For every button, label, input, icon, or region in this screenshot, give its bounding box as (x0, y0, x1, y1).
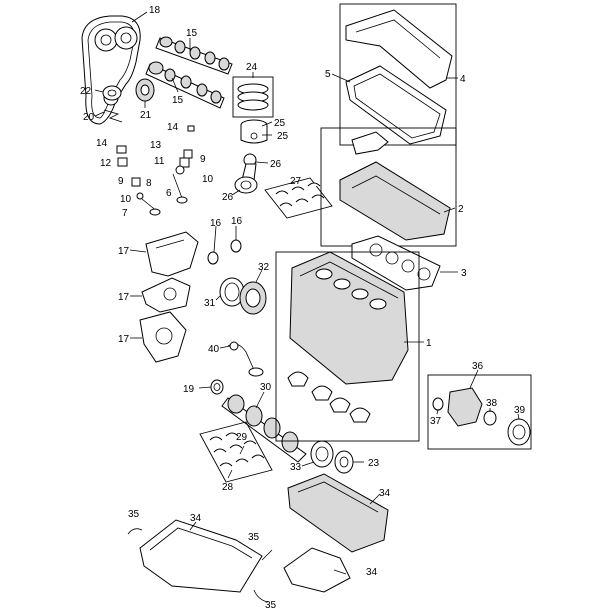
callout-19: 19 (183, 384, 195, 395)
callout-25a: 25 (274, 118, 286, 129)
camshaft-lower (145, 61, 225, 109)
callout-17b: 17 (118, 292, 130, 303)
callout-31: 31 (204, 298, 216, 309)
callout-25b: 25 (277, 131, 289, 142)
callout-30: 30 (260, 382, 272, 393)
pan-gaskets (127, 528, 273, 603)
camshaft-seals (207, 239, 242, 265)
callout-34a: 34 (379, 488, 391, 499)
callout-18: 18 (149, 5, 161, 16)
callout-3: 3 (461, 268, 467, 279)
oil-pump-assembly (427, 374, 532, 450)
callout-34b: 34 (190, 513, 202, 524)
callout-4: 4 (460, 74, 466, 85)
callout-15a: 15 (186, 28, 198, 39)
callout-7: 7 (122, 208, 128, 219)
callout-33: 33 (290, 462, 302, 473)
callout-36: 36 (472, 361, 484, 372)
callout-13: 13 (150, 140, 162, 151)
idler-pulley (102, 85, 122, 101)
timing-cover-lower (139, 311, 187, 363)
timing-gear (334, 450, 354, 474)
callout-10a: 10 (202, 174, 214, 185)
rear-seal-retainer (219, 277, 267, 315)
callout-16a: 16 (210, 218, 222, 229)
callout-16b: 16 (231, 216, 243, 227)
callout-29: 29 (236, 432, 248, 443)
head-gasket (351, 235, 441, 291)
camshaft-upper (155, 36, 233, 75)
callout-39: 39 (514, 405, 526, 416)
bearing-caps (287, 371, 371, 423)
crankshaft-pulley (310, 440, 334, 468)
callout-9b: 9 (118, 176, 124, 187)
tensioner (135, 78, 155, 102)
timing-belt-assembly (81, 15, 141, 125)
callout-17c: 17 (118, 334, 130, 345)
callout-2: 2 (458, 204, 464, 215)
callout-26a: 26 (270, 159, 282, 170)
callout-1: 1 (426, 338, 432, 349)
valve-cover (339, 3, 457, 146)
baffle-pan (283, 547, 351, 593)
valve-cover-gasket (345, 65, 447, 145)
callout-38: 38 (486, 398, 498, 409)
callout-40: 40 (208, 344, 220, 355)
callout-labels: 1 2 3 4 5 6 7 8 9 9 10 10 11 12 13 14 14… (80, 5, 526, 611)
callout-12: 12 (100, 158, 112, 169)
callout-34c: 34 (366, 567, 378, 578)
front-crank-seal (210, 379, 224, 395)
callout-22: 22 (80, 86, 92, 97)
callout-8: 8 (146, 178, 152, 189)
lower-oil-pan (139, 519, 263, 593)
callout-35b: 35 (248, 532, 260, 543)
oil-pickup-tube (227, 341, 264, 377)
timing-cover-middle (141, 277, 191, 313)
callout-26b: 26 (222, 192, 234, 203)
callout-27: 27 (290, 176, 302, 187)
cylinder-head (320, 127, 457, 247)
callout-14b: 14 (167, 122, 179, 133)
engine-block (275, 251, 420, 442)
callout-21: 21 (140, 110, 152, 121)
callout-5: 5 (325, 69, 331, 80)
timing-cover-upper (145, 231, 199, 277)
callout-24: 24 (246, 62, 258, 73)
piston (240, 119, 268, 144)
callout-6: 6 (166, 188, 172, 199)
callout-23: 23 (368, 458, 380, 469)
upper-oil-pan (287, 473, 389, 553)
crankshaft (221, 394, 307, 463)
callout-10b: 10 (120, 194, 132, 205)
callout-14a: 14 (96, 138, 108, 149)
tensioner-spring (103, 109, 123, 123)
connecting-rod (234, 153, 258, 194)
callout-35c: 35 (265, 600, 277, 611)
callout-15b: 15 (172, 95, 184, 106)
callout-28: 28 (222, 482, 234, 493)
callout-17a: 17 (118, 246, 130, 257)
callout-9a: 9 (200, 154, 206, 165)
callout-20: 20 (83, 112, 95, 123)
main-bearings (199, 421, 273, 483)
leader-lines (94, 11, 520, 575)
valve-train-parts (116, 125, 195, 216)
callout-32: 32 (258, 262, 270, 273)
callout-37: 37 (430, 416, 442, 427)
callout-11: 11 (154, 156, 165, 167)
callout-35a: 35 (128, 509, 140, 520)
piston-rings (232, 76, 274, 118)
